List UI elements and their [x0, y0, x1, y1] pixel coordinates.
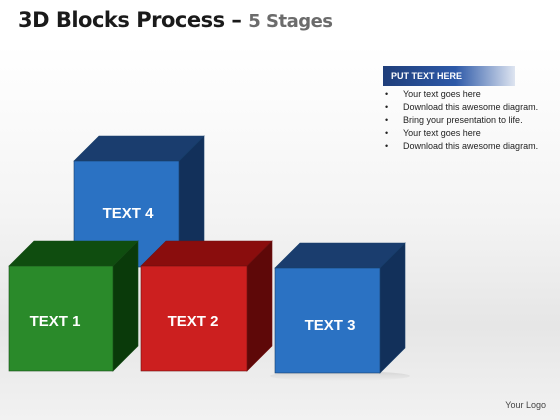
title-subtitle: 5 Stages: [248, 11, 333, 32]
block-text-2[interactable]: TEXT 2: [140, 240, 273, 372]
title-dash: –: [231, 8, 242, 32]
bullet-item: Download this awesome diagram.: [383, 140, 543, 152]
text-panel-heading: PUT TEXT HERE: [383, 66, 515, 86]
block-label: TEXT 2: [168, 313, 219, 330]
bullet-item: Your text goes here: [383, 88, 543, 100]
bullet-item: Your text goes here: [383, 127, 543, 139]
bullet-item: Download this awesome diagram.: [383, 101, 543, 113]
text-panel-bullets: Your text goes here Download this awesom…: [383, 88, 543, 153]
title-main: 3D Blocks Process: [18, 8, 225, 32]
block-front: [8, 265, 114, 372]
block-text-1[interactable]: TEXT 1: [8, 240, 139, 372]
bullet-item: Bring your presentation to life.: [383, 114, 543, 126]
block-front: [274, 267, 381, 374]
block-label: TEXT 1: [30, 313, 81, 330]
block-label: TEXT 3: [305, 317, 356, 334]
block-label: TEXT 4: [103, 205, 155, 222]
logo-placeholder: Your Logo: [505, 400, 546, 410]
slide-title: 3D Blocks Process – 5 Stages: [18, 8, 333, 32]
block-front: [140, 265, 248, 372]
block-text-3[interactable]: TEXT 3: [270, 242, 410, 381]
block-shadow: [270, 371, 410, 381]
